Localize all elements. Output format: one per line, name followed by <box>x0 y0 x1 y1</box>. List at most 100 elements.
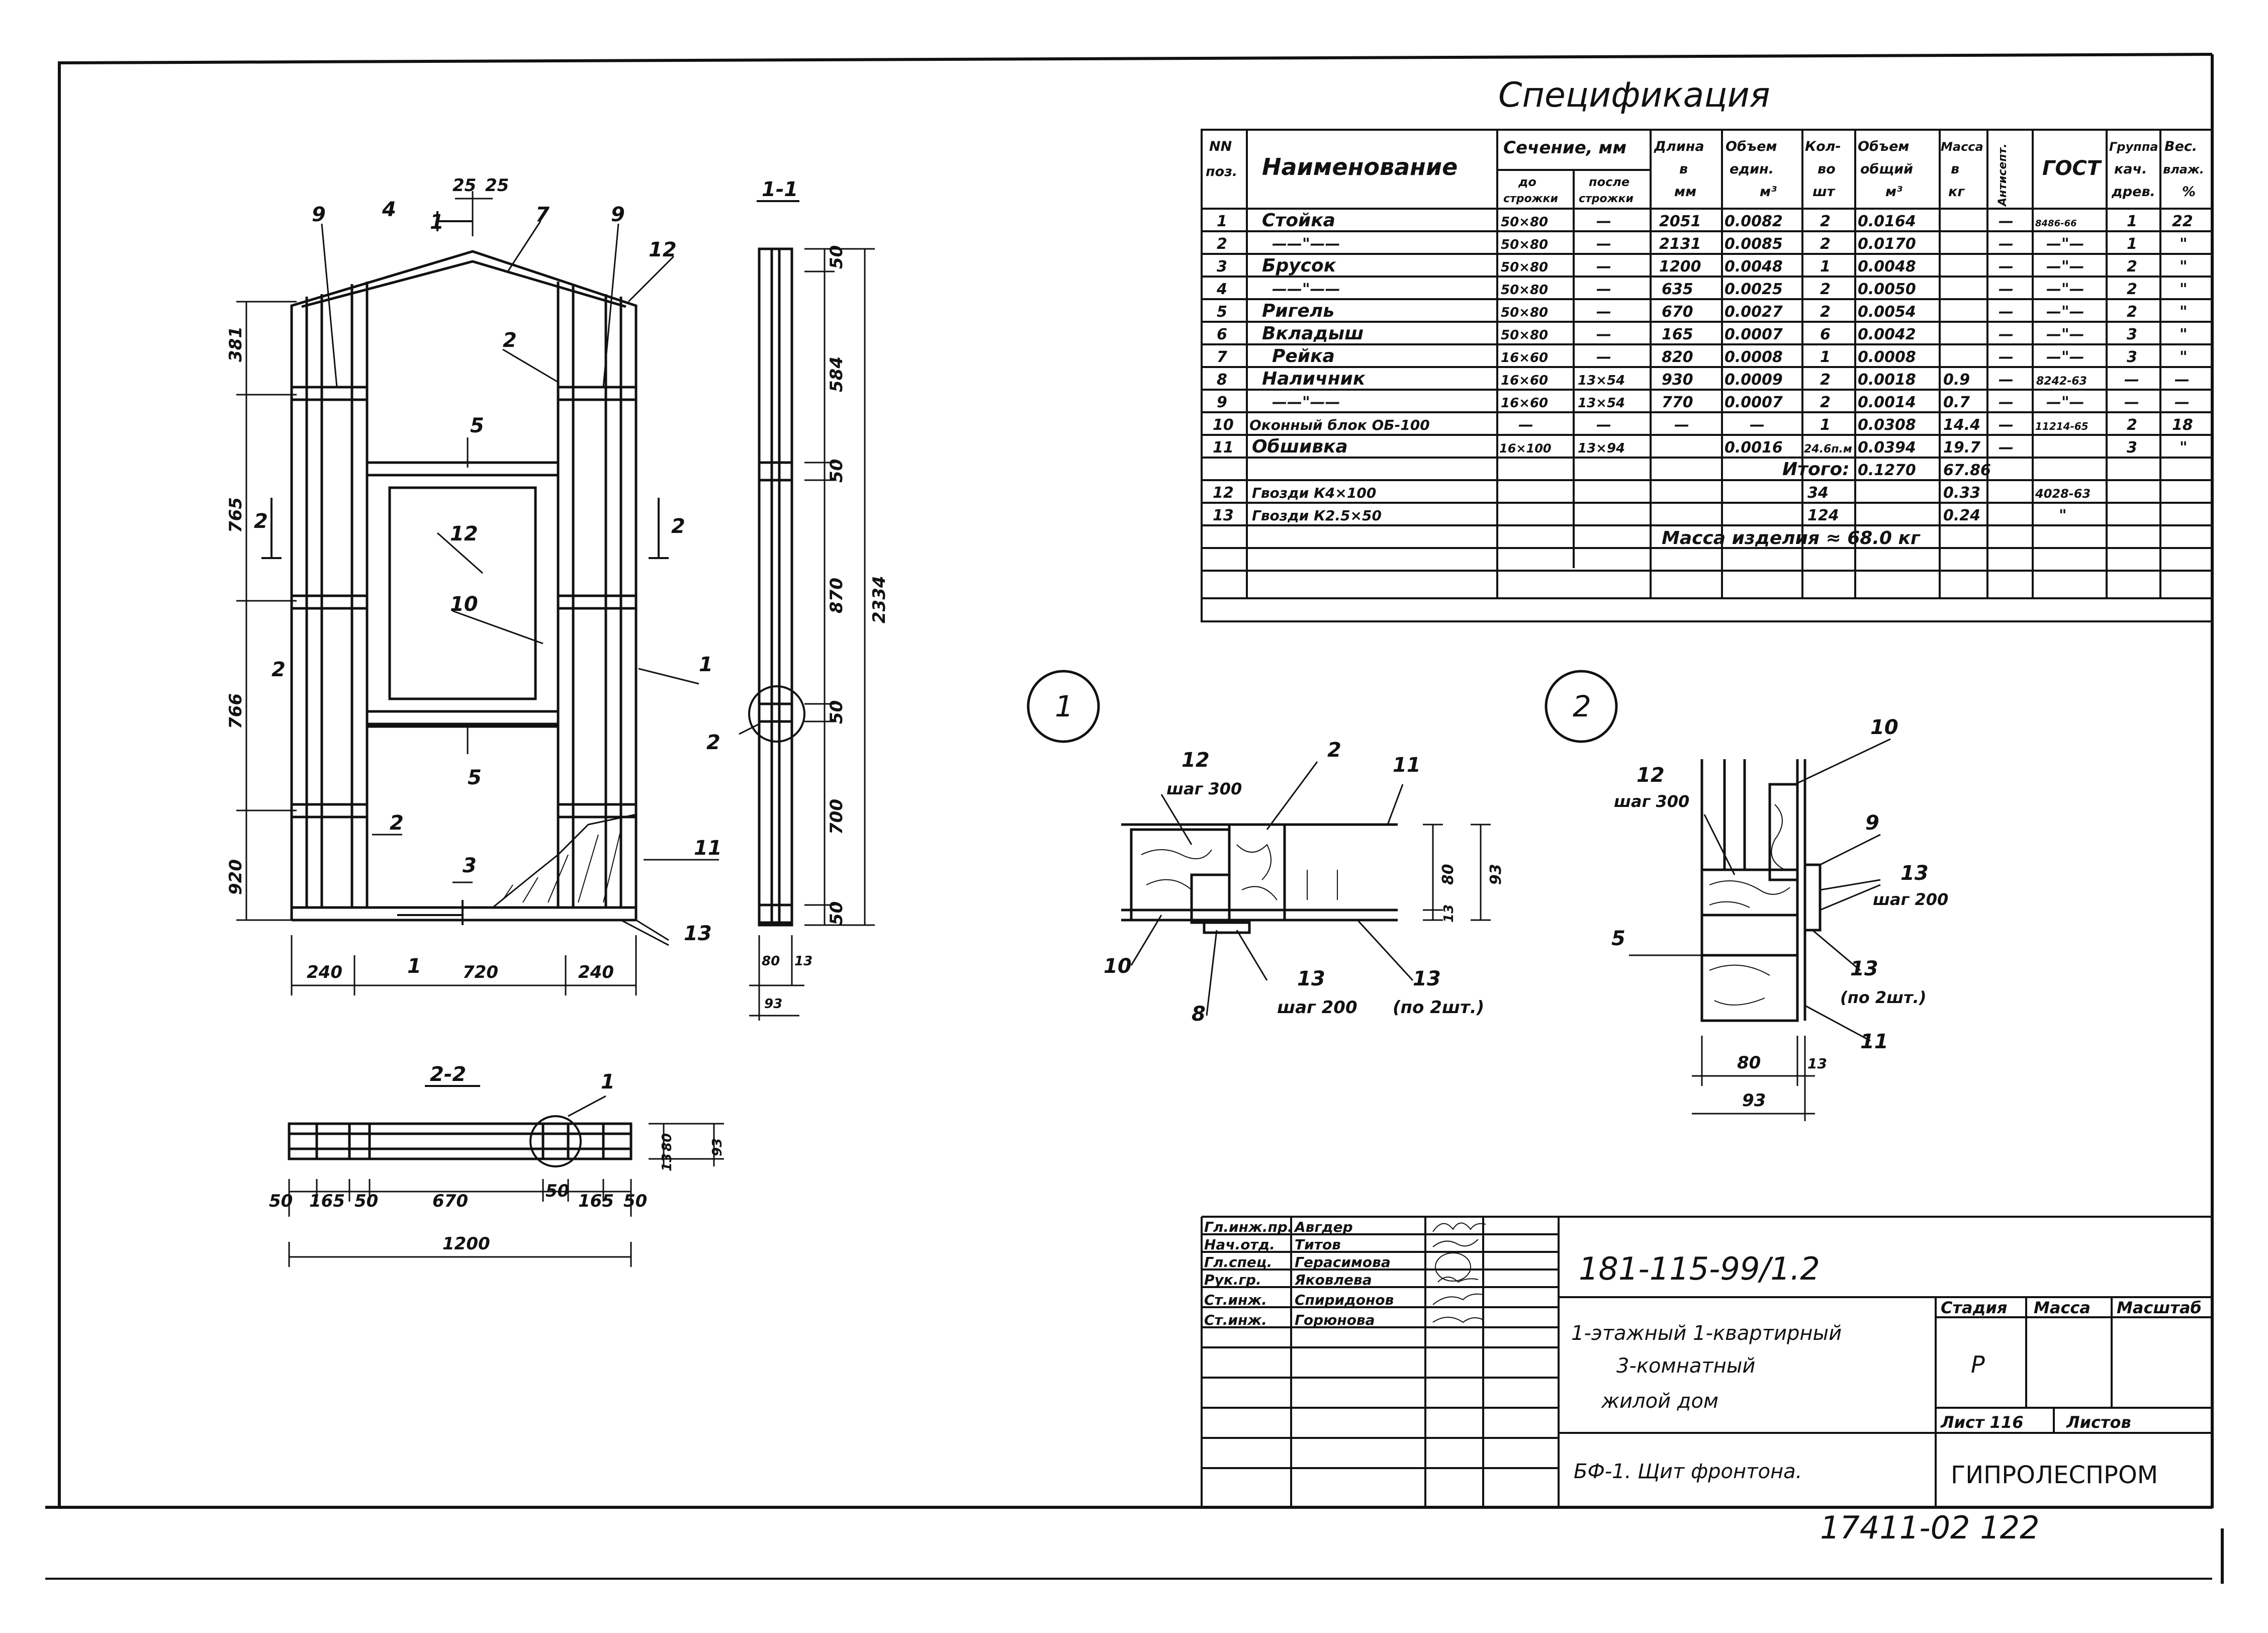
dim-side-b1: 80 <box>762 954 780 969</box>
cell-vu: 0.0007 <box>1725 394 1783 411</box>
d2-pos-13a: 13 <box>1900 862 1929 885</box>
d1-pos-11: 11 <box>1393 754 1421 777</box>
cell-hum: " <box>2180 258 2188 276</box>
tb-name: Титов <box>1295 1236 1341 1253</box>
pos-label: 1 <box>430 211 444 234</box>
cell-qty: 1 <box>1820 416 1831 434</box>
hdr-hum-1: Вес. <box>2164 139 2197 154</box>
cell-hum: " <box>2180 326 2188 343</box>
cell-qty: 124 <box>1807 507 1839 524</box>
cell-hum: — <box>2174 371 2190 389</box>
pos-label: 3 <box>463 854 477 877</box>
hdr-length-3: мм <box>1674 184 1696 200</box>
d1-step300: шаг 300 <box>1166 779 1242 798</box>
dim-s22-3: 50 <box>354 1191 378 1211</box>
cell-sec: 50×80 <box>1501 237 1548 252</box>
cell-grp: — <box>2124 371 2139 389</box>
cell-gost: —"— <box>2046 326 2084 343</box>
dim-s22-5: 50 <box>546 1181 569 1201</box>
cell-qty: 2 <box>1820 213 1831 230</box>
d1-dim-93: 93 <box>1487 864 1505 885</box>
pos-label: 2 <box>271 658 286 681</box>
tb-stage: Р <box>1971 1351 1985 1378</box>
hdr-group-3: древ. <box>2111 184 2155 200</box>
cell-qty: 34 <box>1807 484 1829 502</box>
hdr-group-1: Группа <box>2109 140 2158 154</box>
d1-nail-12: 12 <box>1182 749 1210 772</box>
cell-pos: 12 <box>1213 484 1234 502</box>
cell-sec: 50×80 <box>1501 215 1548 230</box>
detail-2: 2 12 шаг 300 10 9 13 шаг 200 5 13 (по 2ш… <box>1545 670 1948 1121</box>
hdr-voltotal-2: общий <box>1860 161 1913 177</box>
d1-pos-8: 8 <box>1192 1003 1206 1026</box>
cell-name: Наличник <box>1262 369 1366 389</box>
tb-role: Ст.инж. <box>1204 1292 1267 1308</box>
dim-s22-7: 50 <box>623 1191 647 1211</box>
cell-len: — <box>1674 416 1689 434</box>
dim-left-2: 765 <box>226 497 246 533</box>
d1-dim-80: 80 <box>1439 864 1457 885</box>
cell-gost: 8242-63 <box>2036 375 2087 388</box>
cell-mass: 0.7 <box>1943 394 1970 411</box>
cell-after: 13×54 <box>1578 396 1625 411</box>
hdr-qty-1: Кол- <box>1805 139 1841 154</box>
cell-gost: —"— <box>2046 258 2084 276</box>
hdr-volunit-2: един. <box>1730 161 1774 177</box>
title-block: Гл.инж.пр. Нач.отд. Гл.спец. Рук.гр. Ст.… <box>1201 1216 2212 1507</box>
tb-project-1: 1-этажный 1-квартирный <box>1571 1322 1842 1345</box>
cell-ant: — <box>1999 258 2014 276</box>
hdr-mass-3: кг <box>1948 184 1965 200</box>
cell-qty: 2 <box>1820 281 1831 298</box>
cell-after: — <box>1596 303 1611 321</box>
dim-s22-1: 50 <box>269 1191 293 1211</box>
hdr-pos-2: поз. <box>1206 164 1237 179</box>
dim-left-4: 920 <box>226 859 246 895</box>
cell-name: ——"—— <box>1272 394 1340 411</box>
cell-after: — <box>1596 416 1611 434</box>
d2-pos-12: 12 <box>1637 764 1665 787</box>
cell-vt: 0.0008 <box>1858 348 1916 366</box>
cell-vu: 0.0009 <box>1725 371 1783 389</box>
dim-left-3: 766 <box>226 693 246 729</box>
pos-label: 11 <box>694 837 722 860</box>
cell-hum: " <box>2180 439 2188 457</box>
spec-row: 13 Гвозди К2.5×50 124 0.24 " <box>1213 507 2067 524</box>
cell-grp: 2 <box>2127 258 2137 276</box>
spec-row: 8 Наличник 16×60 13×54 930 0.0009 2 0.00… <box>1217 369 2190 389</box>
cell-sec: 50×80 <box>1501 283 1548 298</box>
pos-label: 9 <box>611 203 625 226</box>
cell-pos: 13 <box>1213 507 1234 524</box>
dim-side-b2: 13 <box>794 954 812 969</box>
cell-gost: —"— <box>2046 235 2084 253</box>
dim-s22-2: 165 <box>309 1191 345 1211</box>
cell-ant: — <box>1999 394 2014 411</box>
cell-ant: — <box>1999 416 2014 434</box>
cell-hum: " <box>2180 303 2188 321</box>
cell-name: Обшивка <box>1252 436 1348 457</box>
hdr-section: Сечение, мм <box>1503 138 1626 158</box>
d1-pos-2: 2 <box>1327 739 1341 762</box>
main-gable-view: 25 25 381 765 766 920 240 720 240 9 4 1 … <box>226 175 722 995</box>
tb-role: Нач.отд. <box>1204 1236 1275 1253</box>
hdr-antisept: Антисепт. <box>1997 143 2009 207</box>
cell-qty: 2 <box>1820 235 1831 253</box>
cell-gost: " <box>2059 507 2067 524</box>
tb-org: ГИПРОЛЕСПРОМ <box>1951 1461 2158 1489</box>
pos-label: 2 <box>503 329 517 352</box>
callout-1: 1 <box>1055 689 1073 723</box>
cell-after: — <box>1596 258 1611 276</box>
spec-row: 10 Оконный блок ОБ-100 — — — — 1 0.0308 … <box>1213 416 2193 434</box>
cell-ant: — <box>1999 281 2014 298</box>
hdr-length-1: Длина <box>1654 139 1704 154</box>
hdr-volunit-1: Объем <box>1726 139 1777 154</box>
hdr-sec-before-1: до <box>1518 175 1536 189</box>
cell-mass: 19.7 <box>1943 439 1980 457</box>
d2-dim-93: 93 <box>1742 1091 1766 1111</box>
cell-gost: 11214-65 <box>2035 420 2089 432</box>
dim-left-1: 381 <box>226 326 246 362</box>
cell-vt: 0.0050 <box>1858 281 1916 298</box>
dim-s22-4: 670 <box>432 1191 468 1211</box>
dim-side-7: 50 <box>827 901 847 925</box>
cell-vt: 0.0018 <box>1858 371 1916 389</box>
